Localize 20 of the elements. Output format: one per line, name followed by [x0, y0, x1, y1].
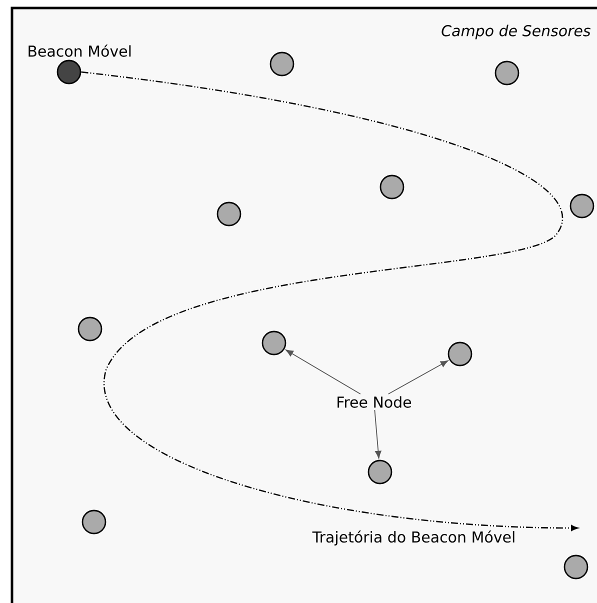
sensor-circle	[82, 510, 106, 534]
sensor-circle	[262, 330, 286, 356]
trajectory-arrow	[81, 71, 578, 531]
node-caption: Beacon Móvel	[28, 44, 131, 57]
sensor-circle	[570, 194, 594, 218]
sensor-circle	[216, 202, 242, 226]
beacon-circle	[56, 60, 82, 84]
sensor-circle	[270, 52, 294, 76]
arrow	[286, 350, 361, 394]
sensor-circle	[78, 316, 102, 342]
sensor-circle	[380, 174, 404, 200]
node-label: Free Node	[338, 396, 412, 408]
sensor-circle	[448, 342, 472, 366]
arrow	[374, 410, 382, 458]
sensor-circle	[494, 60, 520, 86]
field-title: Campo de Sensores	[442, 24, 590, 40]
sensor-circle	[564, 554, 588, 580]
sensor-circle	[368, 460, 392, 484]
edge-label: Trajetória do Beacon Móvel	[312, 530, 514, 546]
arrow	[388, 360, 448, 394]
